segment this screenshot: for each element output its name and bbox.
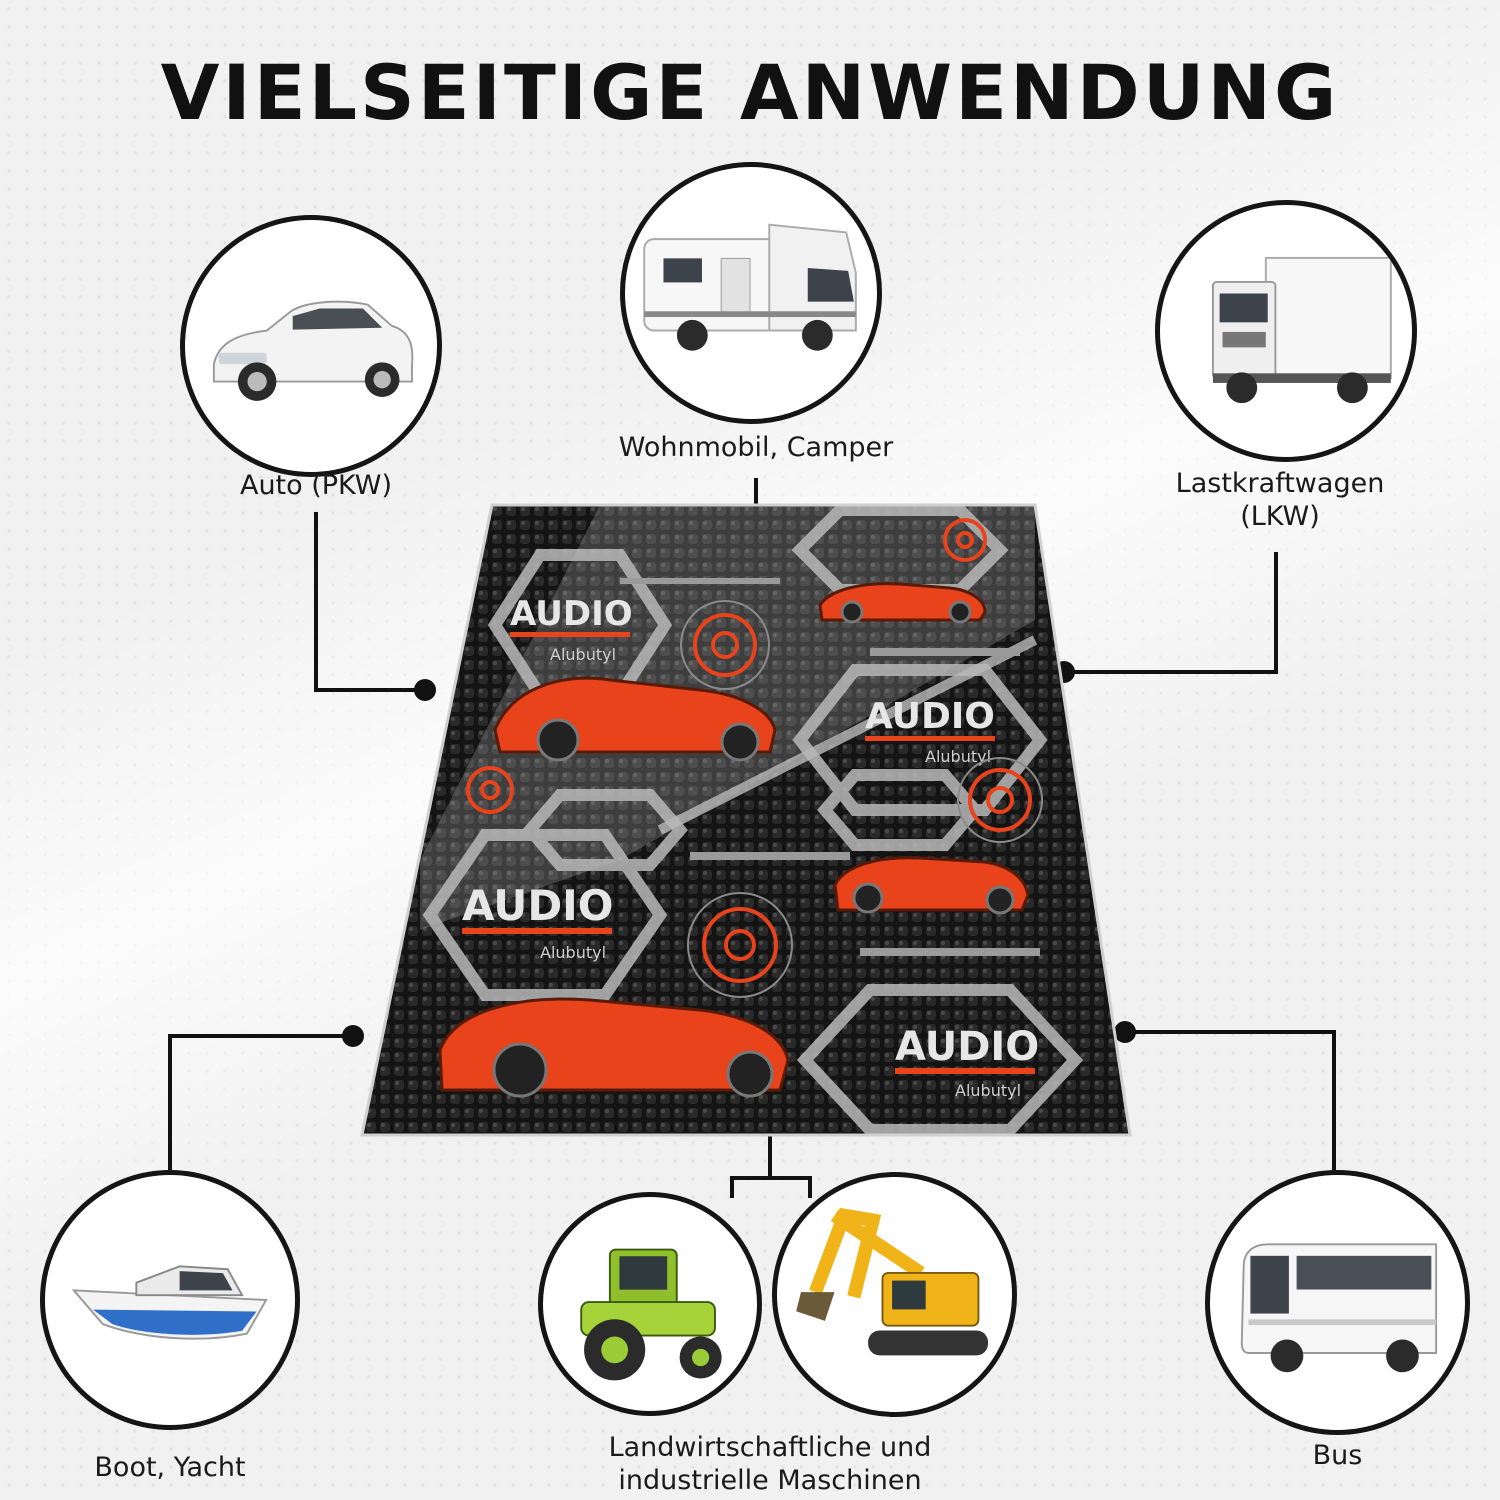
truck-label: Lastkraftwagen (LKW) [1140,468,1420,534]
excavator-circle [772,1172,1017,1417]
tractor-icon [580,1248,722,1381]
camper-label: Wohnmobil, Camper [618,432,894,463]
bus-label: Bus [1312,1440,1363,1471]
bus-icon [1240,1243,1438,1373]
excavator-icon [796,1207,989,1356]
boat-icon [71,1265,268,1340]
truck-circle [1155,200,1417,462]
auto-label: Auto (PKW) [239,470,393,501]
camper-circle [620,162,882,424]
mat-audio-text: AUDIO [865,696,995,737]
tractor-circle [538,1192,762,1416]
machines-label: Landwirtschaftliche und industrielle Mas… [560,1432,980,1498]
mat-audio-text: AUDIO [895,1024,1039,1070]
truck-label-line2: (LKW) [1240,500,1320,532]
mat-alubutyl-text: Alubutyl [540,943,606,962]
bus-circle [1205,1170,1470,1435]
page-title: VIELSEITIGE ANWENDUNG [160,48,1340,137]
auto-circle [180,215,442,477]
car-icon [212,300,414,401]
boat-label: Boot, Yacht [94,1452,246,1483]
machines-label-line2: industrielle Maschinen [618,1464,922,1496]
boat-circle [40,1170,300,1430]
mat-alubutyl-text: Alubutyl [925,747,991,766]
mat-audio-text: AUDIO [462,881,614,930]
truck-icon [1211,256,1392,404]
mat-alubutyl-text: Alubutyl [955,1081,1021,1100]
truck-label-line1: Lastkraftwagen [1175,468,1385,499]
machines-label-line1: Landwirtschaftliche und [608,1432,932,1463]
camper-icon [643,223,857,351]
mat-audio-text: AUDIO [510,594,633,634]
mat-alubutyl-text: Alubutyl [550,645,616,664]
